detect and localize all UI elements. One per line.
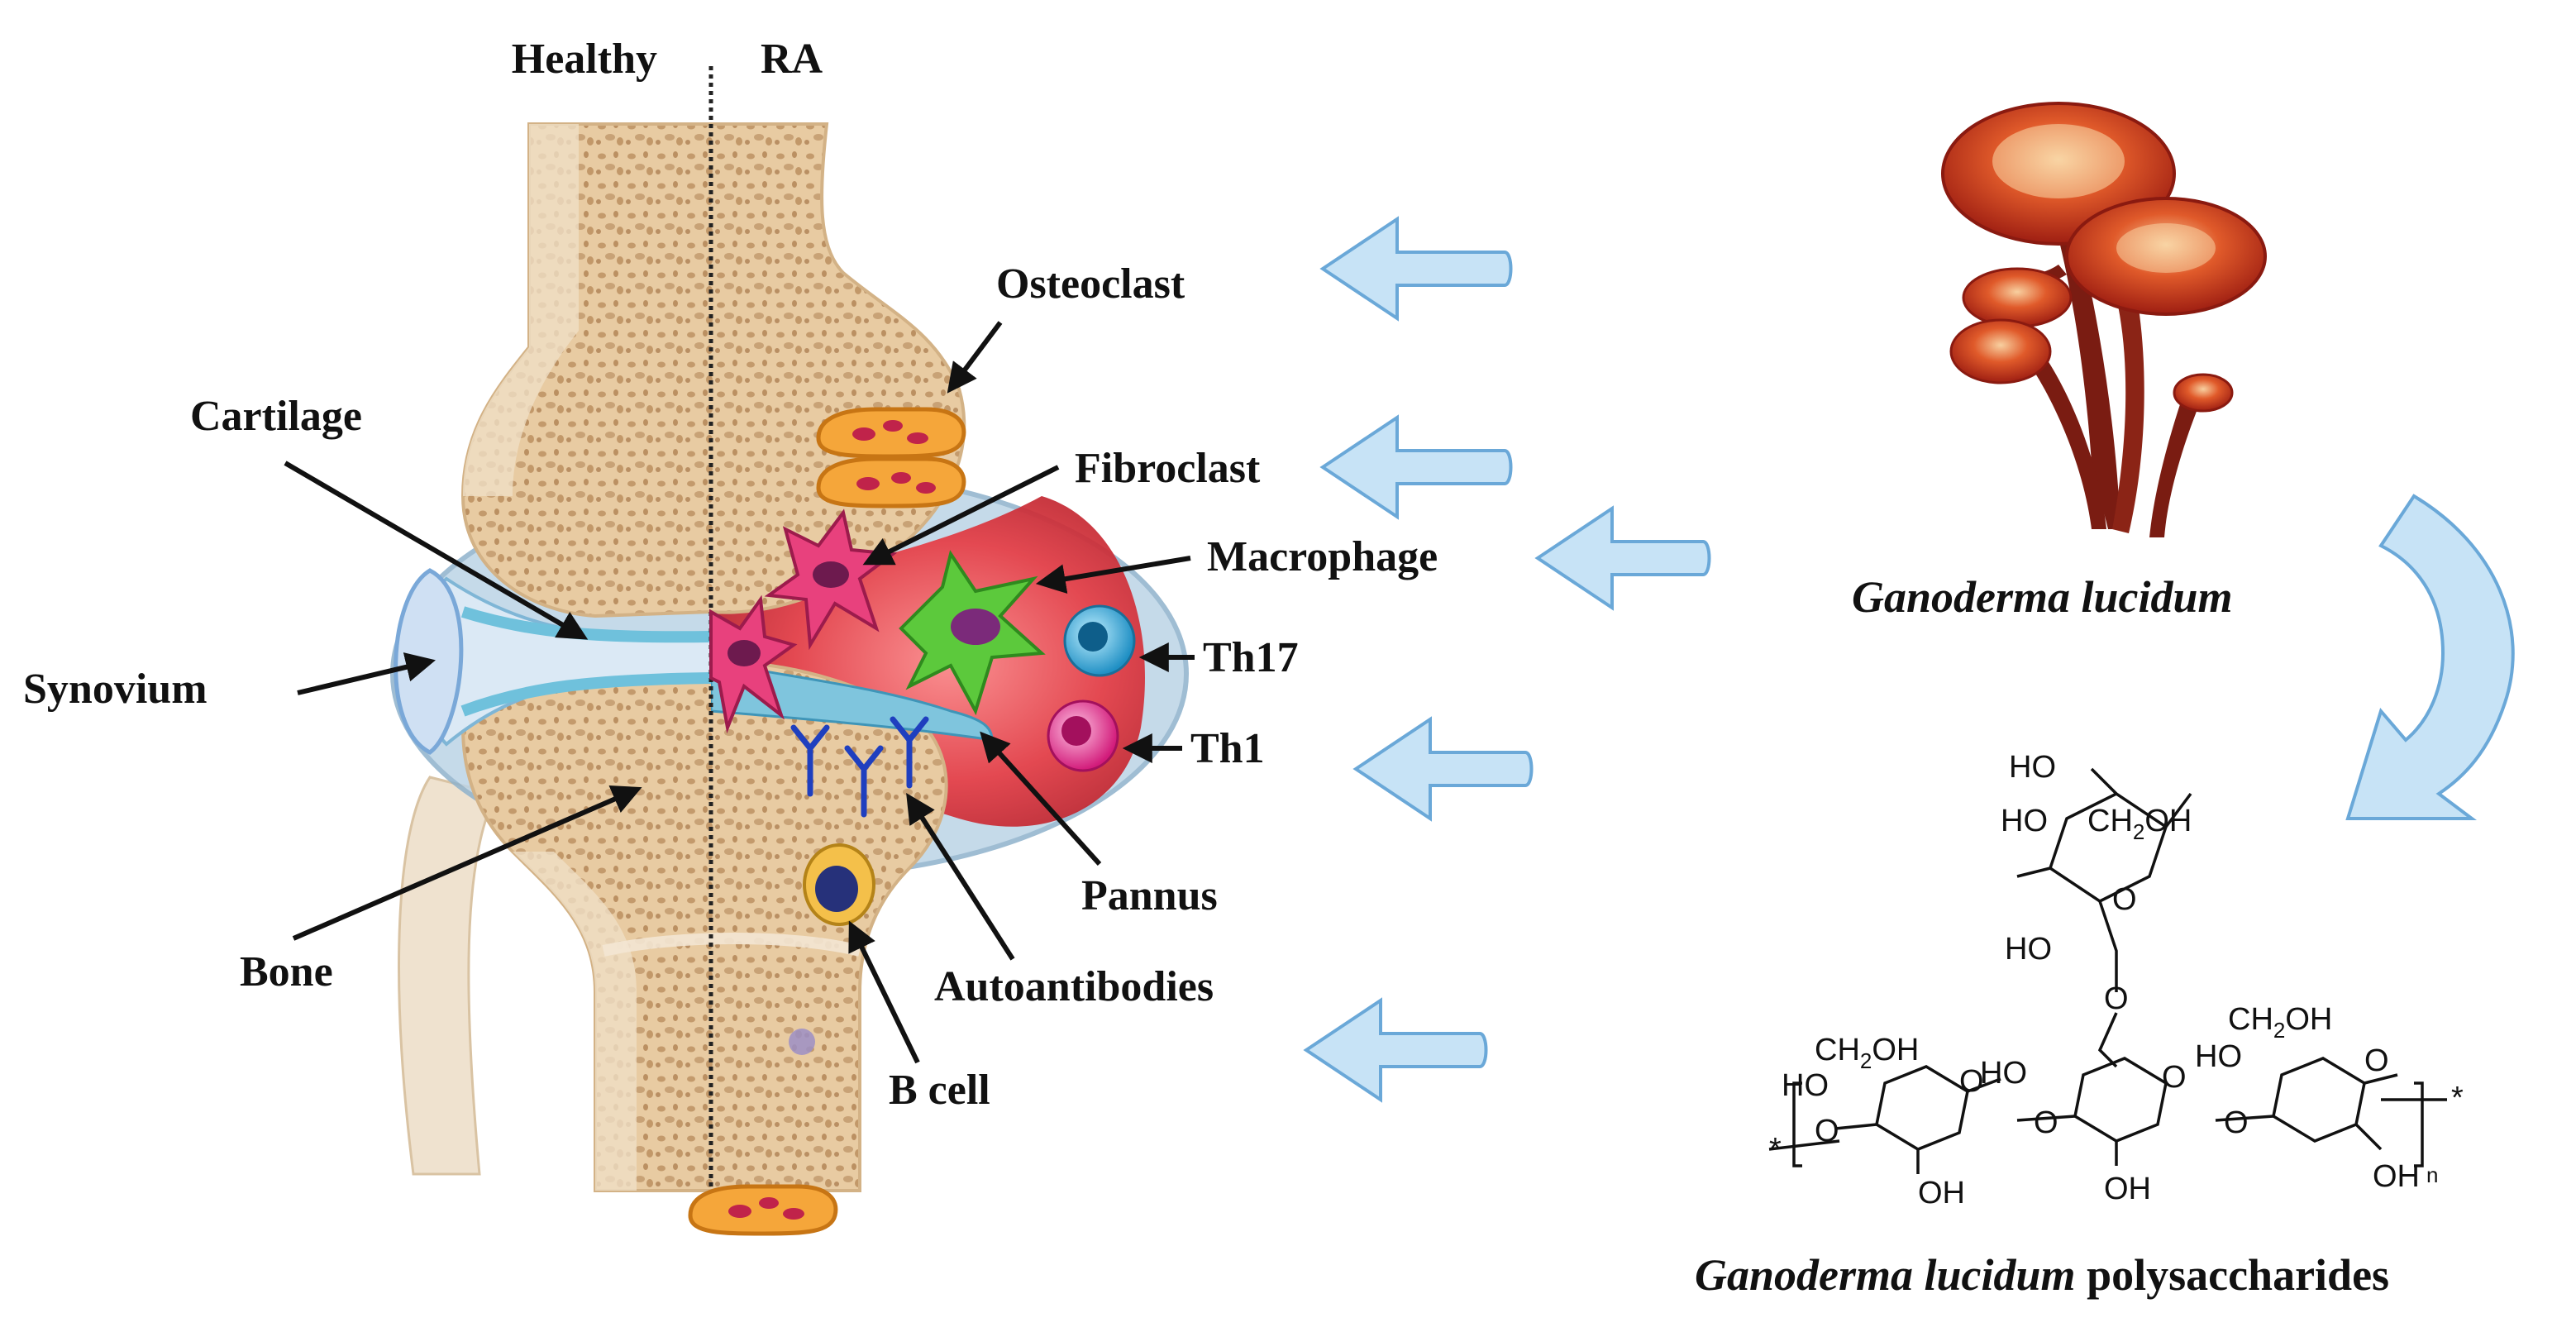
label-synovium: Synovium [23,652,436,713]
svg-text:HO: HO [2009,750,2056,785]
svg-text:Th17: Th17 [1203,634,1299,681]
svg-text:Cartilage: Cartilage [190,393,362,440]
svg-text:O: O [2034,1105,2058,1140]
label-bone: Bone [240,785,642,995]
svg-text:O: O [2364,1043,2389,1078]
mushroom-caption: Ganoderma lucidum [1852,572,2233,622]
th1-cell-icon [1047,699,1119,772]
svg-text:n: n [2426,1163,2438,1187]
svg-text:HO: HO [2005,932,2052,967]
marrow-cell [789,1029,815,1055]
svg-text:Fibroclast: Fibroclast [1075,445,1261,492]
svg-text:Th1: Th1 [1190,725,1265,772]
svg-text:HO: HO [1980,1056,2027,1091]
label-autoantibodies: Autoantibodies [906,792,1214,1010]
inhibition-arrow-icon [1534,505,1711,611]
upper-bone-cortex [463,124,579,496]
label-osteoclast: Osteoclast [947,260,1185,394]
svg-text:Autoantibodies: Autoantibodies [934,963,1214,1010]
svg-text:O: O [1959,1064,1984,1099]
label-th1: Th1 [1122,725,1265,772]
svg-text:CH2OH: CH2OH [2228,1002,2332,1043]
svg-text:CH2OH: CH2OH [2087,804,2192,844]
fibroclast-cell-icon [709,594,798,734]
svg-text:HO: HO [1782,1068,1829,1103]
inhibition-arrow-icon [1319,216,1513,322]
svg-text:OH: OH [2373,1159,2420,1194]
svg-text:OH: OH [2104,1172,2151,1206]
polysaccharide-caption: Ganoderma lucidum polysaccharides [1695,1250,2389,1300]
background-bone [398,776,499,1176]
inhibition-arrow-icon [1303,997,1488,1103]
svg-text:O: O [2104,981,2129,1016]
svg-text:HO: HO [2001,804,2048,838]
svg-text:Bone: Bone [240,948,333,995]
fibroclast-cell-icon [764,508,898,651]
svg-text:O: O [1815,1114,1839,1148]
label-fibroclast: Fibroclast [862,445,1261,566]
svg-text:Osteoclast: Osteoclast [996,260,1185,308]
joint-illustration [390,66,1189,1236]
inhibition-arrow-icon [1319,414,1513,520]
lower-bone [460,655,948,1192]
osteoclast-cell-icon [688,1184,838,1236]
osteoclast-cell-icon [816,407,966,459]
label-macrophage: Macrophage [1035,533,1438,594]
lower-bone-cortex [513,852,637,1191]
svg-text:*: * [2451,1081,2464,1115]
cartilage-layer-bottom [460,672,711,717]
macrophage-cell-icon [899,550,1046,716]
healthy-heading: Healthy [512,36,657,83]
osteoclast-cell-icon [816,456,966,508]
svg-text:Pannus: Pannus [1081,872,1218,919]
antibody-icon [790,716,929,818]
svg-text:Synovium: Synovium [23,666,208,713]
svg-text:O: O [2112,882,2137,917]
inhibition-arrow-icon [1352,716,1534,822]
svg-text:B cell: B cell [889,1067,990,1114]
svg-text:Macrophage: Macrophage [1207,533,1438,580]
th17-cell-icon [1063,604,1136,677]
svg-text:O: O [2162,1060,2187,1095]
growth-plate [602,933,861,957]
svg-text:O: O [2224,1105,2249,1140]
curved-arrow-icon [2345,494,2515,820]
polysaccharide-structure: HO HO CH2OH O HO O CH2OH HO O O OH * HO … [1768,750,2464,1210]
label-b-cell: B cell [848,920,990,1114]
svg-text:HO: HO [2195,1039,2242,1074]
mushroom-icon [1941,102,2267,537]
label-pannus: Pannus [980,731,1218,919]
b-cell-icon [803,843,875,926]
svg-text:CH2OH: CH2OH [1815,1033,1919,1073]
svg-text:OH: OH [1918,1176,1965,1210]
label-th17: Th17 [1138,634,1299,681]
ra-heading: RA [761,36,823,83]
svg-text:*: * [1769,1132,1782,1167]
label-cartilage: Cartilage [190,393,589,640]
